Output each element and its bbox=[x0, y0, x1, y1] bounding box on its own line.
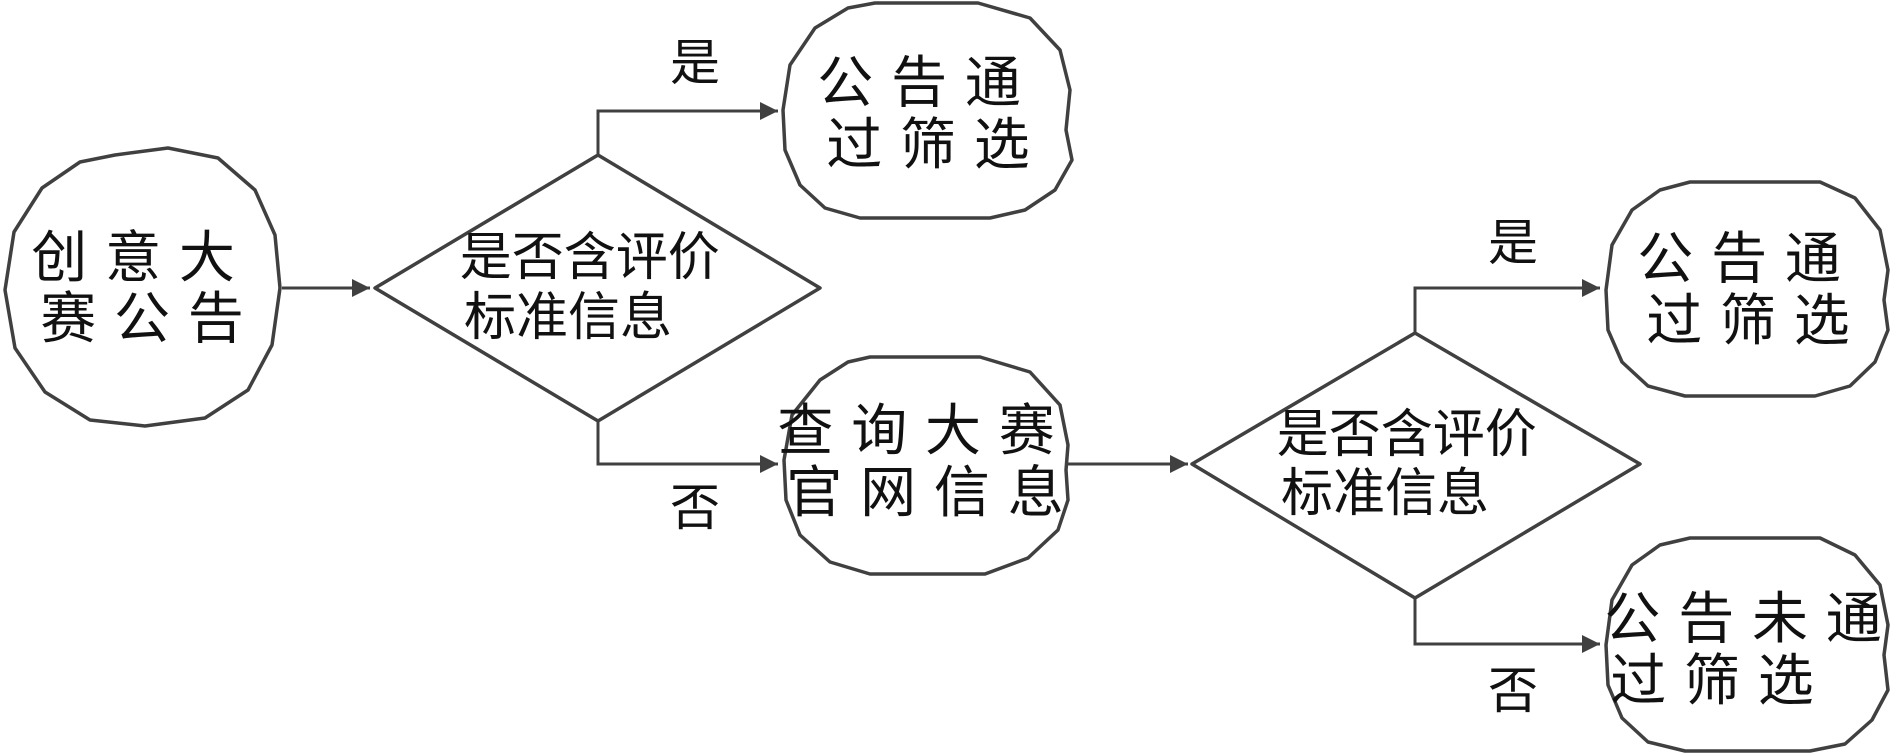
fail-label: 公 告 未 通 过 筛 选 bbox=[1604, 587, 1892, 714]
query-line-2: 官 网 信 息 bbox=[786, 461, 1063, 526]
decision2-node: 是否含评价 标准信息 bbox=[1190, 331, 1642, 600]
edge-decision2-no bbox=[1413, 598, 1600, 653]
decision1-line-2: 标准信息 bbox=[464, 288, 672, 348]
fail-line-1: 公 告 未 通 bbox=[1604, 587, 1881, 652]
edge-labels: 是 否 是 否 bbox=[670, 34, 1538, 720]
pass2-shape bbox=[1604, 180, 1890, 398]
edge-label-d2-yes: 是 bbox=[1488, 214, 1538, 272]
query-label: 查 询 大 赛 官 网 信 息 bbox=[777, 399, 1072, 526]
decision2-line-2: 标准信息 bbox=[1281, 464, 1489, 524]
connectors bbox=[282, 102, 1600, 653]
pass2-label: 公 告 通 过 筛 选 bbox=[1637, 227, 1858, 354]
query-line-1: 查 询 大 赛 bbox=[777, 399, 1054, 464]
pass2-node: 公 告 通 过 筛 选 bbox=[1604, 180, 1890, 398]
fail-shape bbox=[1604, 536, 1890, 753]
start-node-line-2: 赛 公 告 bbox=[40, 287, 244, 352]
pass2-line-1: 公 告 通 bbox=[1637, 227, 1841, 292]
pass1-node: 公 告 通 过 筛 选 bbox=[781, 1, 1074, 220]
pass1-line-1: 公 告 通 bbox=[817, 51, 1021, 116]
pass1-line-2: 过 筛 选 bbox=[826, 113, 1030, 178]
decision1-shape bbox=[373, 153, 822, 423]
start-node-line-1: 创 意 大 bbox=[31, 226, 235, 291]
decision2-label: 是否含评价 标准信息 bbox=[1277, 405, 1554, 524]
fail-node: 公 告 未 通 过 筛 选 bbox=[1604, 536, 1892, 753]
edge-decision1-yes bbox=[596, 102, 778, 155]
edge-decision1-no bbox=[596, 421, 778, 473]
start-node: 创 意 大 赛 公 告 bbox=[3, 146, 282, 428]
pass1-shape bbox=[781, 1, 1074, 220]
edge-label-d1-no: 否 bbox=[670, 479, 720, 537]
start-node-shape bbox=[3, 146, 282, 428]
decision1-line-1: 是否含评价 bbox=[460, 228, 720, 288]
edge-label-d2-no: 否 bbox=[1488, 662, 1538, 720]
edge-label-d1-yes: 是 bbox=[670, 34, 720, 92]
query-shape bbox=[782, 355, 1070, 576]
decision2-line-1: 是否含评价 bbox=[1277, 405, 1537, 465]
edge-decision2-yes bbox=[1413, 279, 1600, 333]
fail-line-2: 过 筛 选 bbox=[1610, 649, 1814, 714]
start-node-label: 创 意 大 赛 公 告 bbox=[31, 226, 252, 352]
pass1-label: 公 告 通 过 筛 选 bbox=[817, 51, 1038, 178]
pass2-line-2: 过 筛 选 bbox=[1646, 289, 1850, 354]
decision1-label: 是否含评价 标准信息 bbox=[460, 228, 737, 348]
query-node: 查 询 大 赛 官 网 信 息 bbox=[777, 355, 1072, 576]
decision1-node: 是否含评价 标准信息 bbox=[373, 153, 822, 423]
decision2-shape bbox=[1190, 331, 1642, 600]
